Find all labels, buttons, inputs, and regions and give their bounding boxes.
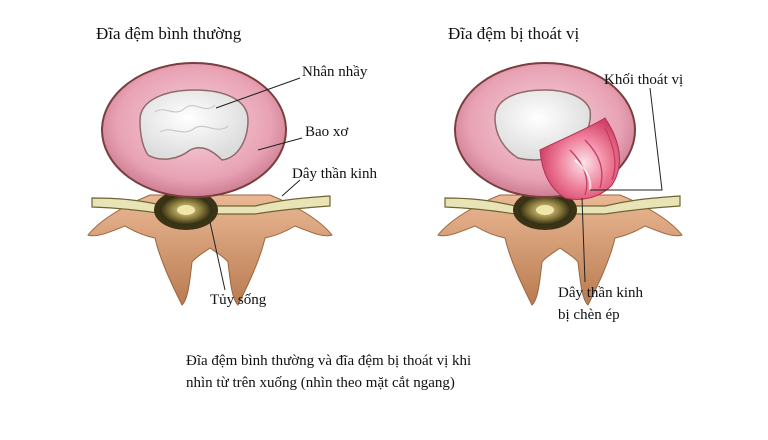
- label-compressed-nerve-line2: bị chèn ép: [558, 307, 620, 323]
- herniated-vertebra-bone: [437, 194, 683, 306]
- leader-spinal-cord: [209, 221, 226, 291]
- herniation-highlight: [574, 159, 592, 191]
- caption-line2: nhìn từ trên xuống (nhìn theo mặt cắt ng…: [186, 375, 455, 391]
- herniated-nerve-roots: [444, 195, 681, 215]
- leader-nucleus: [215, 77, 301, 109]
- leader-compressed-nerve: [581, 197, 586, 283]
- herniated-vertebra-group: [437, 62, 683, 306]
- leader-herniation: [590, 87, 663, 191]
- label-compressed-nerve-line1: Dây thần kinh: [558, 285, 643, 301]
- leader-annulus: [257, 137, 303, 151]
- normal-cord-center: [177, 205, 195, 215]
- title-herniated: Đĩa đệm bị thoát vị: [448, 24, 580, 43]
- leader-nerve: [281, 179, 301, 197]
- herniation-mass: [539, 117, 620, 200]
- normal-nucleus-texture: [154, 104, 229, 133]
- herniation-streaks: [569, 127, 616, 196]
- label-spinal-cord: Tủy sống: [210, 292, 267, 308]
- caption-line1: Đĩa đệm bình thường và đĩa đệm bị thoát …: [186, 353, 472, 369]
- normal-vertebra-group: [87, 62, 333, 306]
- label-annulus: Bao xơ: [305, 124, 349, 140]
- label-nucleus: Nhân nhầy: [302, 64, 368, 80]
- title-normal: Đĩa đệm bình thường: [96, 24, 242, 43]
- label-nerve: Dây thần kinh: [292, 166, 377, 182]
- label-herniation: Khối thoát vị: [604, 72, 684, 88]
- normal-nerve-roots: [91, 195, 331, 215]
- normal-nucleus: [139, 89, 249, 161]
- normal-vertebra-bone: [87, 194, 333, 306]
- herniated-cord-center: [536, 205, 554, 215]
